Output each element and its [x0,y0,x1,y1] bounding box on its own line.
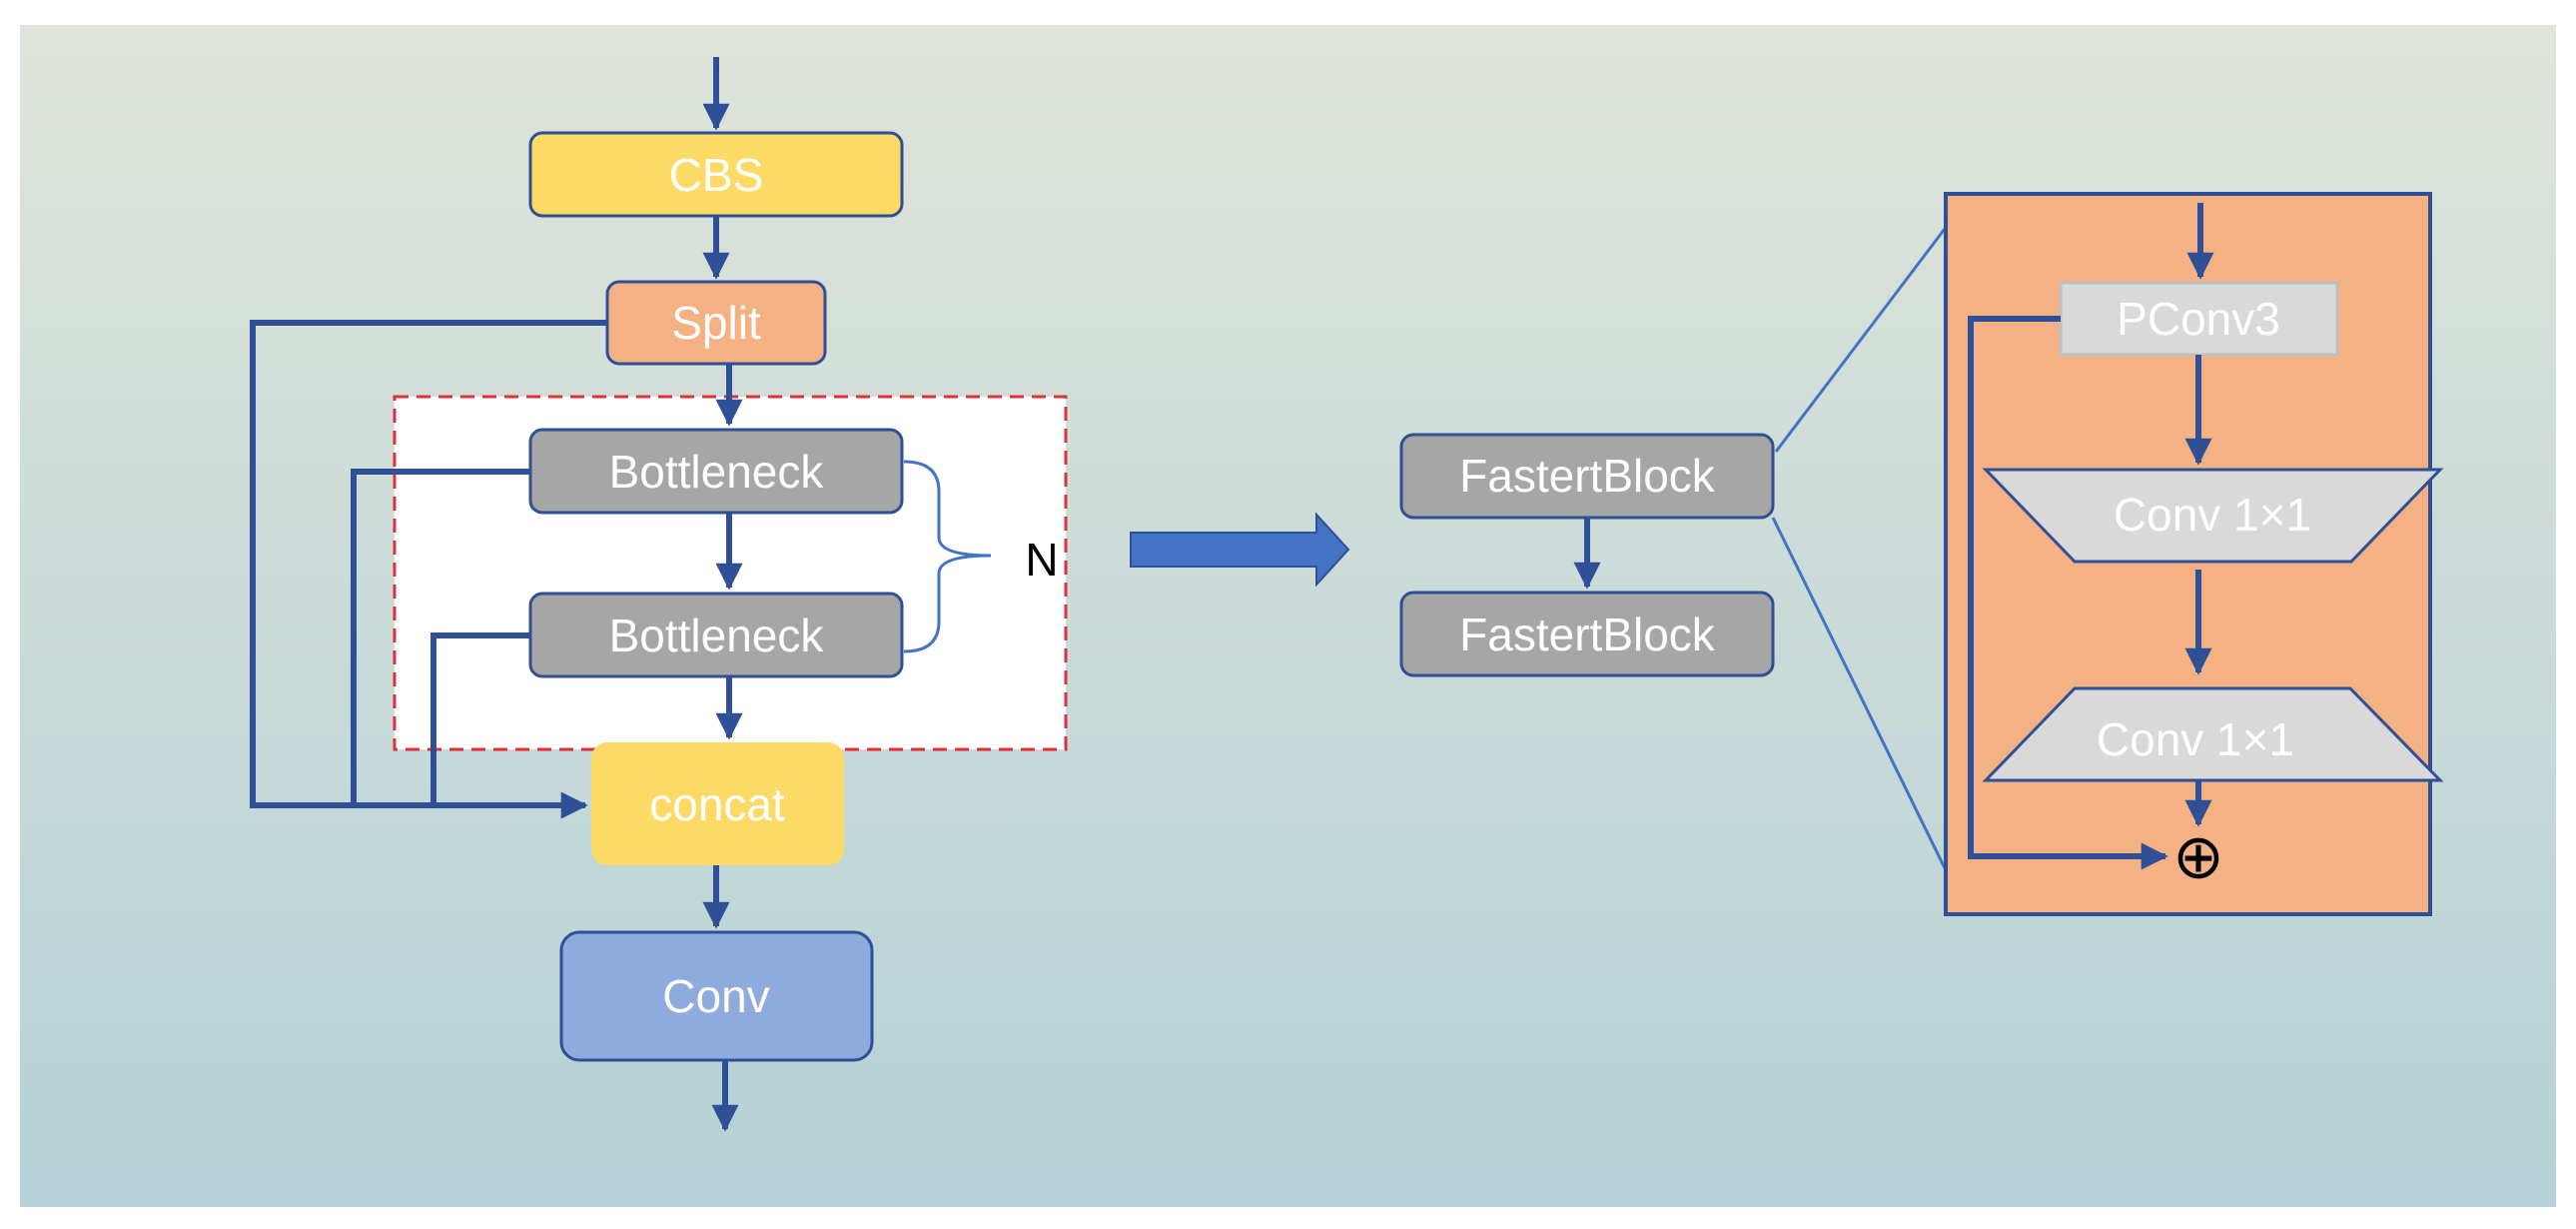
bottleneck-1-label: Bottleneck [609,446,825,498]
conv-block: Conv [559,930,874,1062]
repeat-brace [903,460,992,653]
add-symbol-icon: ⊕ [2172,823,2224,892]
fastert-block-1-label: FastertBlock [1459,450,1716,502]
conv1x1-2-label: Conv 1×1 [2097,713,2294,765]
residual-skip-line [1968,316,2061,856]
zoom-line-top [1774,224,1950,453]
fastert-block-2: FastertBlock [1399,591,1775,677]
skip-line-bottleneck-2 [430,632,530,805]
transform-arrow [1130,512,1350,588]
skip-line-split [250,320,607,805]
zoom-line-bottom [1771,517,1950,875]
split-label: Split [671,297,761,349]
cbs-label: CBS [669,149,764,201]
skip-line-bottleneck-1 [351,469,530,805]
conv1x1-1-label: Conv 1×1 [2114,489,2311,541]
fastert-block-2-label: FastertBlock [1459,609,1716,660]
bottleneck-2-label: Bottleneck [609,610,825,661]
pconv-label: PConv3 [2117,293,2280,345]
conv1x1-block-1: Conv 1×1 [1982,468,2444,564]
concat-label: concat [649,778,785,830]
bottleneck-block-2: Bottleneck [528,592,904,678]
conv-label: Conv [662,970,769,1022]
fastert-block-1: FastertBlock [1399,433,1775,520]
split-block: Split [605,280,827,366]
conv1x1-block-2: Conv 1×1 [1982,686,2444,782]
repeat-count-label: N [1025,534,1058,586]
cbs-block: CBS [528,131,904,218]
bottleneck-block-1: Bottleneck [528,428,904,515]
pconv-block: PConv3 [2059,281,2339,357]
concat-block: concat [591,742,844,865]
